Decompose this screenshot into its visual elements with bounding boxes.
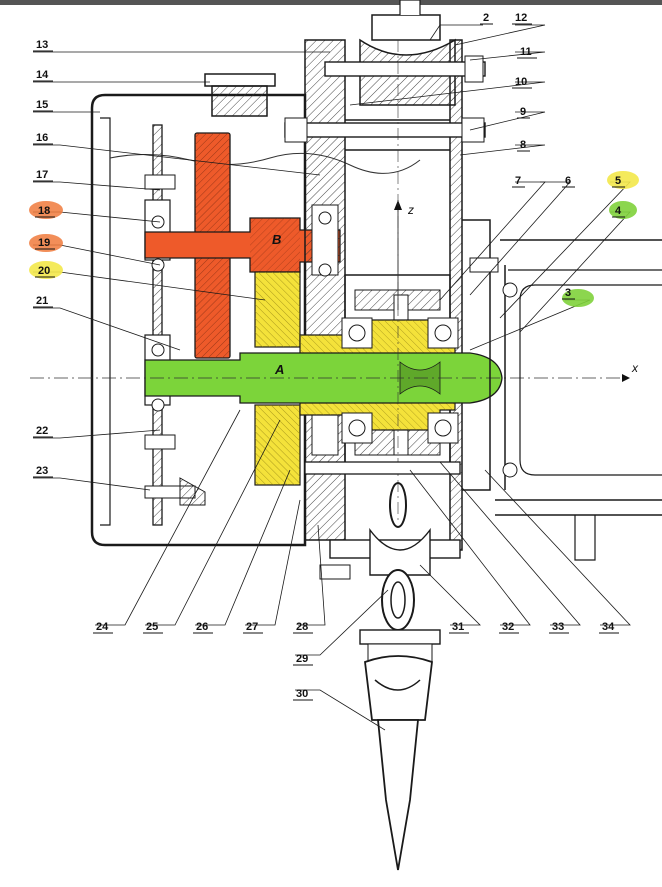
shaft-b-label: B bbox=[272, 232, 281, 247]
part-label-23: 23 bbox=[36, 465, 48, 477]
part-label-11: 11 bbox=[520, 46, 532, 58]
shaft-a-label: A bbox=[274, 362, 284, 377]
part-label-15: 15 bbox=[36, 99, 48, 111]
part-label-3: 3 bbox=[565, 287, 571, 299]
part-label-17: 17 bbox=[36, 169, 48, 181]
part-label-28: 28 bbox=[296, 621, 308, 633]
shaft-b bbox=[144, 217, 341, 273]
part-label-25: 25 bbox=[146, 621, 158, 633]
housing-outline bbox=[90, 93, 307, 547]
long-bolt bbox=[284, 117, 486, 143]
part-label-30: 30 bbox=[296, 688, 308, 700]
bottom-clevis bbox=[319, 527, 461, 580]
part-label-20: 20 bbox=[38, 265, 50, 277]
z-axis-label: z bbox=[407, 203, 414, 217]
part-label-34: 34 bbox=[602, 621, 615, 633]
part-label-24: 24 bbox=[96, 621, 109, 633]
part-label-10: 10 bbox=[515, 76, 527, 88]
part-label-16: 16 bbox=[36, 132, 48, 144]
part-label-2: 2 bbox=[483, 12, 489, 24]
part-label-22: 22 bbox=[36, 425, 48, 437]
part-label-26: 26 bbox=[196, 621, 208, 633]
label-highlights bbox=[29, 171, 639, 307]
part-label-7: 7 bbox=[515, 175, 521, 187]
part-label-8: 8 bbox=[520, 139, 526, 151]
part-label-33: 33 bbox=[552, 621, 564, 633]
part-label-21: 21 bbox=[36, 295, 48, 307]
top-edge-strip bbox=[0, 0, 662, 5]
right-frame bbox=[462, 219, 662, 561]
left-bolts bbox=[144, 174, 206, 506]
part-label-9: 9 bbox=[520, 106, 526, 118]
oil-level-line bbox=[109, 152, 421, 174]
part-label-5: 5 bbox=[615, 175, 621, 187]
housing-inner-wall bbox=[100, 117, 111, 526]
tine-tool bbox=[364, 655, 433, 871]
part-label-18: 18 bbox=[38, 205, 50, 217]
part-label-14: 14 bbox=[36, 69, 49, 81]
bearings bbox=[341, 317, 459, 444]
filler-cap bbox=[204, 73, 276, 117]
part-label-6: 6 bbox=[565, 175, 571, 187]
part-label-29: 29 bbox=[296, 653, 308, 665]
part-label-19: 19 bbox=[38, 237, 50, 249]
part-label-12: 12 bbox=[515, 12, 527, 24]
part-label-4: 4 bbox=[615, 205, 622, 217]
part-label-31: 31 bbox=[452, 621, 464, 633]
chain-link bbox=[381, 482, 415, 631]
part-label-27: 27 bbox=[246, 621, 258, 633]
yellow-gear-20 bbox=[254, 271, 301, 486]
top-hitch bbox=[324, 0, 486, 106]
part-label-32: 32 bbox=[502, 621, 514, 633]
lower-bolt bbox=[304, 461, 461, 475]
x-axis-label: x bbox=[631, 361, 639, 375]
part-label-13: 13 bbox=[36, 39, 48, 51]
